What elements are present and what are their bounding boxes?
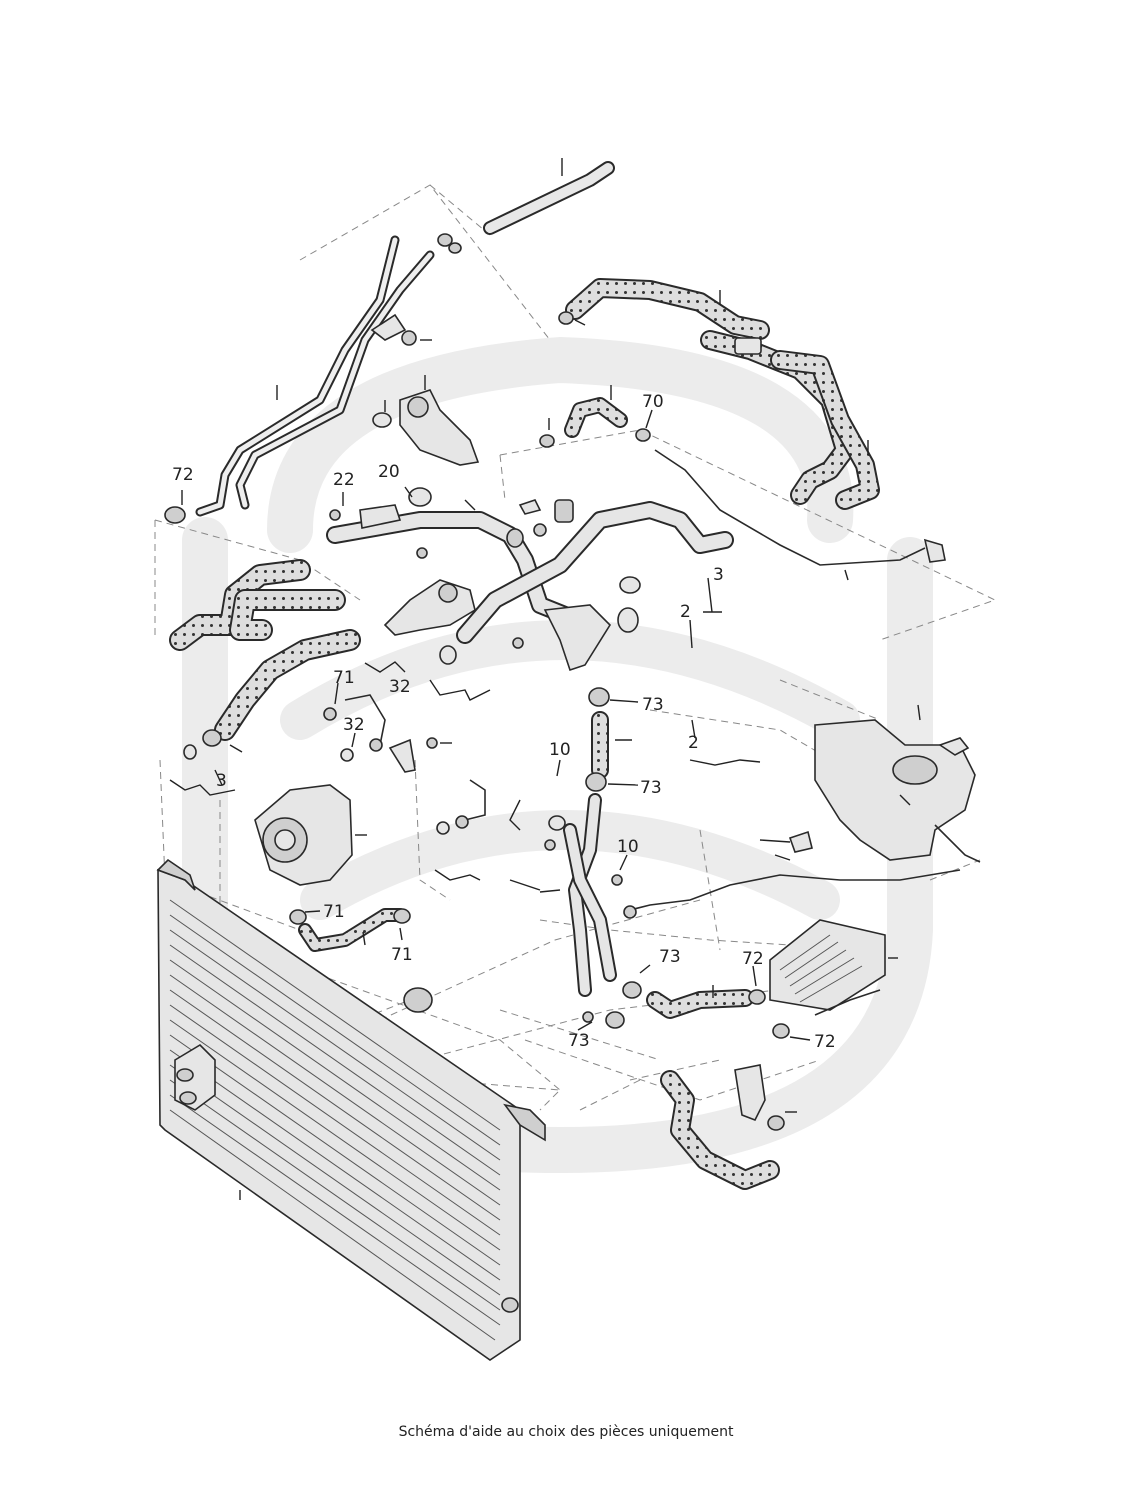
callout-71: 71 [333,668,355,688]
callout-3: 3 [713,565,724,585]
alternator [254,784,367,886]
callout-73: 73 [640,778,662,798]
lower-left-hoses [169,559,361,760]
diagram-caption: Schéma d'aide au choix des pièces unique… [398,1424,734,1440]
callout-32: 32 [389,677,411,697]
central-vertical-hose [539,687,632,997]
expansion-tank [814,704,981,863]
lower-small-hose [289,908,411,952]
small-coolant-pipe [323,694,452,773]
callout-71: 71 [391,945,413,965]
callout-3: 3 [216,771,227,791]
coolant-distribution-pipe [326,487,734,672]
callout-32: 32 [343,715,365,735]
callout-73: 73 [642,695,664,715]
small-bypass-hose [539,385,946,581]
callout-2: 2 [688,733,699,753]
oil-cooler [769,919,898,1016]
callout-73: 73 [568,1031,590,1051]
callout-labels: 70 72 22 20 3 2 71 32 32 73 2 3 10 73 10… [172,392,836,1052]
callout-leaders [181,486,811,1041]
alternator-coolant-pipe [436,779,486,835]
callout-22: 22 [333,470,355,490]
callout-70: 70 [642,392,664,412]
callout-20: 20 [378,462,400,482]
callout-73: 73 [659,947,681,967]
water-pump-outlet [383,579,476,636]
callout-71: 71 [323,902,345,922]
callout-10: 10 [617,837,639,857]
callout-72: 72 [742,949,764,969]
callout-72: 72 [172,465,194,485]
upper-right-hose [558,278,880,510]
callout-2: 2 [680,602,691,622]
bleed-line [623,830,961,919]
upper-coolant-pipe [483,158,615,235]
thermostat-housing [372,375,480,466]
callout-10: 10 [549,740,571,760]
auxiliary-pump-hose [660,1064,797,1190]
heater-pipe-assembly [164,233,462,524]
callout-brackets [169,679,761,891]
callout-72: 72 [814,1032,836,1052]
radiator [156,858,546,1361]
lower-right-hoses [582,981,790,1039]
